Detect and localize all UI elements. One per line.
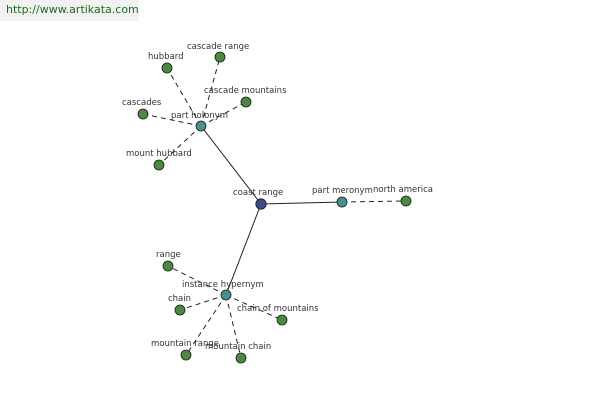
node-cascades[interactable] — [137, 108, 149, 120]
nodes-layer — [137, 51, 412, 364]
edge-center-hypernym — [225, 203, 262, 296]
node-cascade-range[interactable] — [214, 51, 226, 63]
node-label-mountain-chain: mountain chain — [205, 342, 271, 352]
edge-center-holonym — [200, 125, 262, 205]
node-hypernym[interactable] — [220, 289, 232, 301]
node-label-meronym: part meronym — [312, 186, 373, 196]
node-holonym[interactable] — [195, 120, 207, 132]
edge-holonym-cascades — [142, 113, 202, 127]
source-url-text: http://www.artikata.com — [6, 3, 139, 16]
node-label-hypernym: instance hypernym — [182, 280, 264, 290]
node-chain[interactable] — [174, 304, 186, 316]
edge-center-meronym — [260, 201, 343, 205]
node-cascade-mountains[interactable] — [240, 96, 252, 108]
node-label-range: range — [156, 250, 181, 260]
node-meronym[interactable] — [336, 196, 348, 208]
node-label-cascades: cascades — [122, 98, 162, 108]
node-label-north-america: north america — [373, 185, 433, 195]
edge-hypernym-chain-of-mountains — [225, 294, 283, 321]
node-label-chain-of-mountains: chain of mountains — [237, 304, 319, 314]
edge-holonym-hubbard — [166, 67, 202, 127]
edges-layer — [142, 56, 407, 359]
node-label-hubbard: hubbard — [148, 52, 184, 62]
edge-holonym-mount-hubbard — [158, 125, 202, 166]
labels-layer: coast range part holonym part meronym insta… — [122, 42, 433, 352]
edge-holonym-cascade-range — [200, 56, 221, 127]
source-url-banner: http://www.artikata.com — [0, 0, 139, 21]
edge-hypernym-mountain-chain — [225, 294, 242, 359]
node-label-chain: chain — [168, 294, 191, 304]
edge-hypernym-mountain-range — [185, 294, 227, 356]
node-mountain-chain[interactable] — [235, 352, 247, 364]
node-label-cascade-mountains: cascade mountains — [204, 86, 287, 96]
node-range[interactable] — [162, 260, 174, 272]
node-center[interactable] — [255, 198, 267, 210]
node-north-america[interactable] — [400, 195, 412, 207]
node-hubbard[interactable] — [161, 62, 173, 74]
edge-meronym-north-america — [341, 200, 407, 203]
edge-hypernym-range — [167, 265, 227, 296]
node-label-center: coast range — [233, 188, 283, 198]
node-chain-of-mountains[interactable] — [276, 314, 288, 326]
edge-hypernym-chain — [179, 294, 227, 311]
node-mountain-range[interactable] — [180, 349, 192, 361]
node-label-holonym: part holonym — [171, 111, 228, 121]
node-label-mount-hubbard: mount hubbard — [126, 149, 192, 159]
node-label-mountain-range: mountain range — [151, 339, 219, 349]
node-label-cascade-range: cascade range — [187, 42, 249, 52]
node-mount-hubbard[interactable] — [153, 159, 165, 171]
